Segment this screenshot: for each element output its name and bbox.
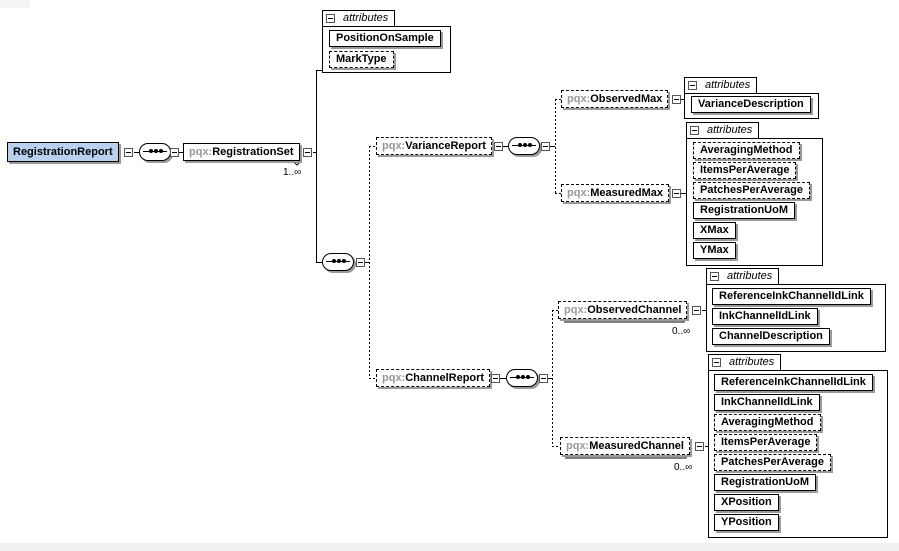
- attributes-label: attributes: [707, 124, 753, 136]
- variance-report-label: VarianceReport: [405, 140, 486, 152]
- measured-max-namespace: pqx:: [567, 187, 591, 199]
- attribute-patches-per-average[interactable]: PatchesPerAverage: [693, 182, 810, 199]
- collapse-toggle-seq3[interactable]: [541, 142, 550, 151]
- collapse-toggle-attributes-observed-max[interactable]: [688, 81, 697, 90]
- attribute-ink-channel-id-link[interactable]: InkChannelIdLink: [712, 308, 818, 325]
- observed-max-namespace: pqx:: [567, 93, 591, 105]
- measured-channel-element[interactable]: pqx:MeasuredChannel: [560, 437, 690, 455]
- collapse-toggle-seq4[interactable]: [539, 374, 548, 383]
- sequence-compositor-4[interactable]: [506, 369, 538, 387]
- measured-channel-label: MeasuredChannel: [589, 440, 684, 452]
- root-element-label: RegistrationReport: [13, 146, 113, 158]
- channel-report-label: ChannelReport: [405, 372, 485, 384]
- measured-max-element[interactable]: pqx:MeasuredMax: [561, 184, 669, 202]
- attribute-mark-type[interactable]: MarkType: [329, 51, 394, 68]
- attributes-tab-set[interactable]: attributes: [322, 10, 396, 26]
- collapse-toggle-root[interactable]: [124, 148, 133, 157]
- attribute-items-per-average-2[interactable]: ItemsPerAverage: [714, 434, 818, 451]
- observed-max-element[interactable]: pqx:ObservedMax: [561, 90, 669, 108]
- attributes-label: attributes: [727, 270, 773, 282]
- sequence-compositor-2[interactable]: [322, 253, 354, 271]
- registration-set-element[interactable]: pqx:RegistrationSet: [183, 143, 300, 161]
- variance-report-namespace: pqx:: [382, 140, 406, 152]
- sequence-compositor[interactable]: [139, 143, 171, 161]
- observed-channel-label: ObservedChannel: [587, 304, 682, 316]
- attribute-averaging-method-2[interactable]: AveragingMethod: [714, 414, 821, 431]
- collapse-toggle-variance-report[interactable]: [494, 142, 503, 151]
- observed-max-label: ObservedMax: [590, 93, 663, 105]
- attribute-averaging-method[interactable]: AveragingMethod: [693, 142, 800, 159]
- measured-max-label: MeasuredMax: [590, 187, 663, 199]
- registration-set-namespace: pqx:: [189, 146, 213, 158]
- attribute-ymax[interactable]: YMax: [693, 242, 736, 259]
- attribute-registration-uom-2[interactable]: RegistrationUoM: [714, 474, 816, 491]
- observed-channel-namespace: pqx:: [564, 304, 588, 316]
- attributes-tab-measured-max[interactable]: attributes: [686, 122, 760, 138]
- channel-report-namespace: pqx:: [382, 372, 406, 384]
- attribute-channel-description[interactable]: ChannelDescription: [712, 328, 830, 345]
- collapse-toggle-attributes-observed-channel[interactable]: [710, 272, 719, 281]
- collapse-toggle-registration-set[interactable]: [303, 148, 312, 157]
- bottom-band: [0, 543, 899, 551]
- attribute-reference-ink-channel-id-link[interactable]: ReferenceInkChannelIdLink: [712, 288, 871, 305]
- collapse-toggle-seq1[interactable]: [170, 148, 179, 157]
- collapse-toggle-attributes-measured-max[interactable]: [690, 126, 699, 135]
- attribute-ink-channel-id-link-2[interactable]: InkChannelIdLink: [714, 394, 820, 411]
- observed-channel-element[interactable]: pqx:ObservedChannel: [558, 301, 688, 319]
- attribute-variance-description[interactable]: VarianceDescription: [691, 96, 811, 113]
- collapse-toggle-attributes-measured-channel[interactable]: [712, 358, 721, 367]
- collapse-toggle-measured-channel[interactable]: [695, 442, 704, 451]
- attribute-yposition[interactable]: YPosition: [714, 514, 779, 531]
- collapse-toggle-observed-channel[interactable]: [692, 306, 701, 315]
- attribute-xmax[interactable]: XMax: [693, 222, 736, 239]
- attributes-tab-observed-channel[interactable]: attributes: [706, 268, 780, 284]
- attribute-patches-per-average-2[interactable]: PatchesPerAverage: [714, 454, 831, 471]
- corner-band: [0, 0, 30, 8]
- attribute-items-per-average[interactable]: ItemsPerAverage: [693, 162, 797, 179]
- root-element[interactable]: RegistrationReport: [7, 142, 119, 162]
- sequence-compositor-3[interactable]: [508, 137, 540, 155]
- collapse-toggle-attributes-set[interactable]: [326, 14, 335, 23]
- attribute-xposition[interactable]: XPosition: [714, 494, 779, 511]
- collapse-toggle-measured-max[interactable]: [672, 189, 681, 198]
- measured-channel-namespace: pqx:: [566, 440, 590, 452]
- collapse-toggle-channel-report[interactable]: [491, 374, 500, 383]
- registration-set-cardinality: 1..∞: [283, 167, 302, 178]
- attributes-label: attributes: [343, 12, 389, 24]
- measured-channel-cardinality: 0..∞: [674, 462, 693, 473]
- attributes-tab-observed-max[interactable]: attributes: [684, 77, 758, 93]
- attributes-tab-measured-channel[interactable]: attributes: [708, 354, 782, 370]
- attribute-reference-ink-channel-id-link-2[interactable]: ReferenceInkChannelIdLink: [714, 374, 873, 391]
- registration-set-label: RegistrationSet: [212, 146, 294, 158]
- variance-report-element[interactable]: pqx:VarianceReport: [376, 137, 492, 155]
- attributes-label: attributes: [705, 79, 751, 91]
- collapse-toggle-observed-max[interactable]: [672, 95, 681, 104]
- attributes-label: attributes: [729, 356, 775, 368]
- collapse-toggle-seq2[interactable]: [356, 258, 365, 267]
- attribute-registration-uom[interactable]: RegistrationUoM: [693, 202, 795, 219]
- observed-channel-cardinality: 0..∞: [672, 326, 691, 337]
- channel-report-element[interactable]: pqx:ChannelReport: [376, 369, 491, 387]
- attribute-position-on-sample[interactable]: PositionOnSample: [329, 30, 441, 47]
